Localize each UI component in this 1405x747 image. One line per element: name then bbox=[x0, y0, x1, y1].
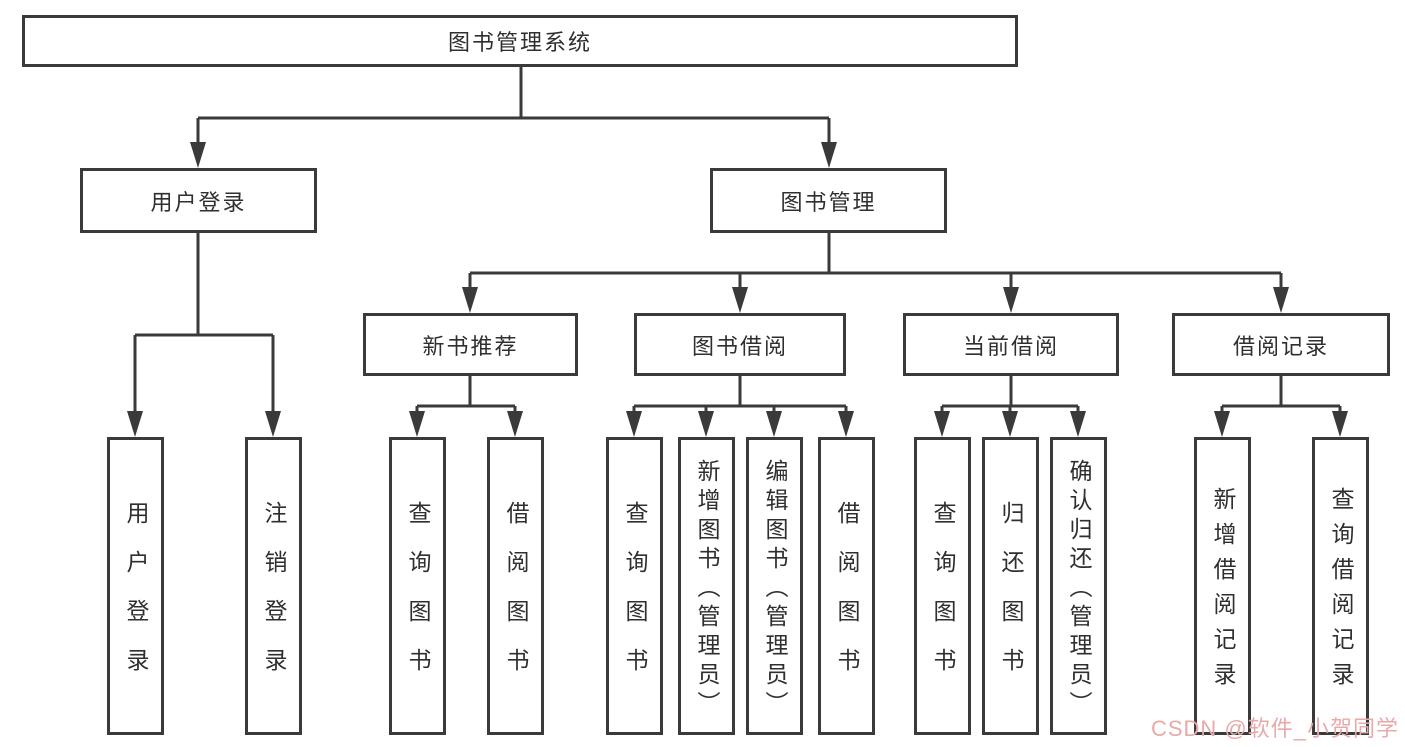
node-label: 借阅图书 bbox=[503, 501, 529, 697]
node-label: 归还图书 bbox=[998, 501, 1024, 697]
node-user-login-leaf: 用户登录 bbox=[107, 437, 164, 735]
node-label: 查询图书 bbox=[405, 501, 431, 697]
node-label: 确认归还（管理员） bbox=[1066, 458, 1092, 720]
node-label: 用户登录 bbox=[123, 501, 149, 697]
node-logout: 注销登录 bbox=[245, 437, 302, 735]
arrowheads bbox=[127, 142, 1348, 437]
node-book-borrowing: 图书借阅 bbox=[634, 313, 846, 376]
node-label: 注销登录 bbox=[261, 501, 287, 697]
node-label: 图书管理 bbox=[780, 189, 877, 215]
node-label: 图书管理系统 bbox=[447, 30, 592, 55]
node-book-management: 图书管理 bbox=[710, 168, 947, 233]
node-label: 当前借阅 bbox=[962, 333, 1059, 359]
node-query-borrow-record: 查询借阅记录 bbox=[1312, 437, 1369, 735]
node-label: 用户登录 bbox=[150, 189, 247, 215]
node-query-books-current: 查询图书 bbox=[914, 437, 971, 735]
node-label: 新增图书（管理员） bbox=[694, 458, 720, 720]
node-add-borrow-record: 新增借阅记录 bbox=[1194, 437, 1251, 735]
csdn-watermark: CSDN @软件_小贺同学 bbox=[1150, 716, 1399, 741]
node-label: 新书推荐 bbox=[422, 333, 519, 359]
node-library-management-system: 图书管理系统 bbox=[22, 15, 1018, 67]
node-label: 编辑图书（管理员） bbox=[762, 458, 788, 720]
node-label: 借阅记录 bbox=[1232, 333, 1329, 359]
node-return-books: 归还图书 bbox=[982, 437, 1039, 735]
node-label: 图书借阅 bbox=[691, 333, 788, 359]
node-borrow-books-recommend: 借阅图书 bbox=[487, 437, 544, 735]
node-borrowing-records: 借阅记录 bbox=[1172, 313, 1390, 376]
node-new-book-recommendation: 新书推荐 bbox=[363, 313, 578, 376]
node-label: 新增借阅记录 bbox=[1210, 487, 1236, 697]
node-user-login: 用户登录 bbox=[80, 168, 317, 233]
node-current-borrowing: 当前借阅 bbox=[903, 313, 1119, 376]
node-edit-books-admin: 编辑图书（管理员） bbox=[746, 437, 803, 735]
node-borrow-books-borrowing: 借阅图书 bbox=[818, 437, 875, 735]
node-label: 查询图书 bbox=[930, 501, 956, 697]
node-confirm-return-admin: 确认归还（管理员） bbox=[1050, 437, 1107, 735]
node-query-books-recommend: 查询图书 bbox=[389, 437, 446, 735]
node-label: 查询图书 bbox=[622, 501, 648, 697]
node-add-books-admin: 新增图书（管理员） bbox=[678, 437, 735, 735]
node-label: 查询借阅记录 bbox=[1328, 487, 1354, 697]
node-label: 借阅图书 bbox=[834, 501, 860, 697]
node-query-books-borrowing: 查询图书 bbox=[606, 437, 663, 735]
